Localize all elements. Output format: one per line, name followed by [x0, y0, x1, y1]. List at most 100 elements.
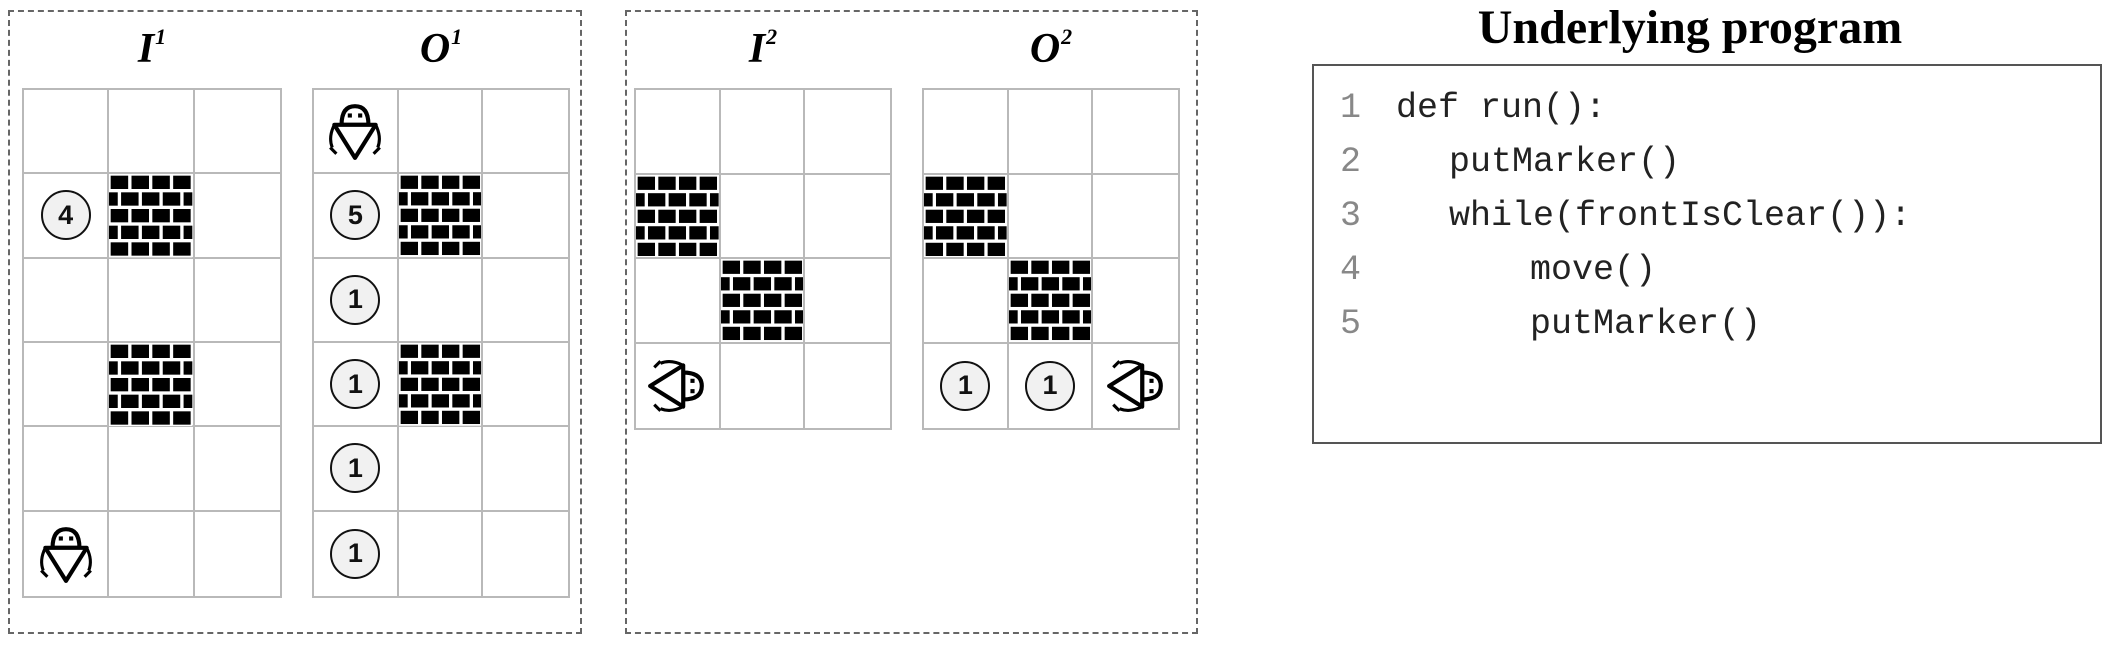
grid-cell	[109, 174, 195, 259]
grid-cell	[314, 90, 399, 175]
grid-cell	[195, 512, 280, 596]
grid-cell	[805, 259, 890, 344]
code-text: def run():	[1396, 88, 1607, 128]
grid-cell	[194, 427, 280, 512]
marker-count-icon: 4	[40, 190, 91, 241]
grid-title-letter: O	[419, 26, 451, 72]
grid-cell	[398, 258, 484, 343]
code-text: putMarker()	[1449, 142, 1681, 182]
brick-wall-icon	[398, 174, 482, 257]
grid-cell	[109, 343, 195, 428]
example-panel-1	[8, 10, 582, 634]
grid-cell	[194, 90, 280, 175]
grid-cell	[483, 427, 568, 512]
marker-count-icon: 5	[330, 190, 381, 241]
grid-title-index: 2	[1061, 24, 1073, 49]
code-text: while(frontIsClear()):	[1449, 196, 1912, 236]
grid-cell	[398, 174, 484, 259]
grid-cell	[721, 343, 806, 428]
code-text: move()	[1530, 250, 1657, 290]
grid-cell	[109, 90, 195, 175]
grid-cell	[398, 90, 484, 175]
grid-cell	[194, 343, 280, 428]
grid-cell	[636, 174, 721, 259]
karel-grid	[634, 88, 892, 430]
karel-robot-icon	[39, 526, 92, 583]
grid-cell	[109, 427, 195, 512]
brick-wall-icon	[720, 259, 804, 342]
brick-wall-icon	[1008, 259, 1092, 342]
grid-cell: 5	[314, 174, 399, 259]
grid-cell	[1008, 259, 1094, 344]
marker-count-icon: 1	[330, 443, 381, 494]
grid-cell	[194, 259, 280, 343]
karel-grid: 5 1 1 1 1	[312, 88, 570, 598]
grid-cell	[720, 259, 806, 344]
grid-cell	[109, 258, 195, 343]
line-number: 5	[1340, 304, 1362, 344]
grid-title: O2	[991, 24, 1111, 73]
grid-title: O1	[381, 24, 501, 73]
brick-wall-icon	[109, 174, 193, 258]
grid-cell: 1	[314, 258, 399, 343]
grid-cell	[194, 174, 280, 259]
marker-count-icon: 1	[940, 360, 991, 411]
grid-cell	[483, 174, 568, 259]
line-number: 4	[1340, 250, 1362, 290]
grid-cell	[720, 174, 806, 259]
grid-cell: 1	[314, 343, 399, 428]
brick-wall-icon	[636, 174, 719, 258]
grid-cell	[636, 259, 721, 344]
grid-cell	[720, 90, 806, 175]
code-text: putMarker()	[1530, 304, 1762, 344]
grid-cell: 1	[314, 511, 399, 596]
grid-title-index: 1	[155, 24, 167, 49]
brick-wall-icon	[924, 174, 1007, 258]
grid-cell	[805, 175, 890, 259]
grid-cell	[483, 343, 568, 428]
grid-title: I2	[703, 24, 823, 73]
grid-cell	[1093, 175, 1178, 259]
grid-cell	[109, 511, 195, 596]
brick-wall-icon	[109, 343, 193, 427]
grid-cell	[24, 90, 110, 175]
grid-cell	[24, 427, 110, 512]
grid-title-index: 2	[766, 24, 778, 49]
grid-cell	[483, 259, 568, 343]
code-line: 2 putMarker()	[1340, 142, 1680, 182]
karel-grid: 4	[22, 88, 282, 598]
grid-cell: 1	[314, 427, 399, 512]
marker-count-icon: 1	[330, 528, 381, 579]
grid-cell	[805, 344, 890, 429]
grid-cell	[24, 258, 110, 343]
brick-wall-icon	[398, 343, 482, 426]
grid-cell	[1008, 90, 1094, 175]
karel-robot-icon	[648, 359, 705, 412]
line-number: 2	[1340, 142, 1362, 182]
grid-cell	[924, 90, 1009, 175]
grid-title: I1	[92, 24, 212, 73]
program-title: Underlying program	[1477, 1, 1903, 54]
code-line: 5 putMarker()	[1340, 304, 1761, 344]
grid-title-letter: I	[137, 26, 155, 72]
code-line: 4 move()	[1340, 250, 1656, 290]
grid-title-index: 1	[451, 24, 463, 49]
grid-cell	[24, 343, 110, 428]
grid-cell	[636, 90, 721, 175]
grid-title-letter: I	[748, 26, 766, 72]
grid-cell	[398, 427, 484, 512]
grid-cell: 1	[924, 343, 1009, 428]
example-panel-2	[625, 10, 1198, 634]
grid-cell	[1093, 344, 1178, 429]
grid-cell	[24, 511, 110, 596]
grid-cell	[483, 90, 568, 175]
grid-cell	[805, 90, 890, 175]
grid-title-letter: O	[1029, 26, 1061, 72]
marker-count-icon: 1	[330, 359, 381, 410]
karel-robot-icon	[1106, 359, 1163, 412]
grid-cell: 4	[24, 174, 110, 259]
grid-cell	[1093, 259, 1178, 344]
karel-robot-icon	[329, 104, 382, 161]
